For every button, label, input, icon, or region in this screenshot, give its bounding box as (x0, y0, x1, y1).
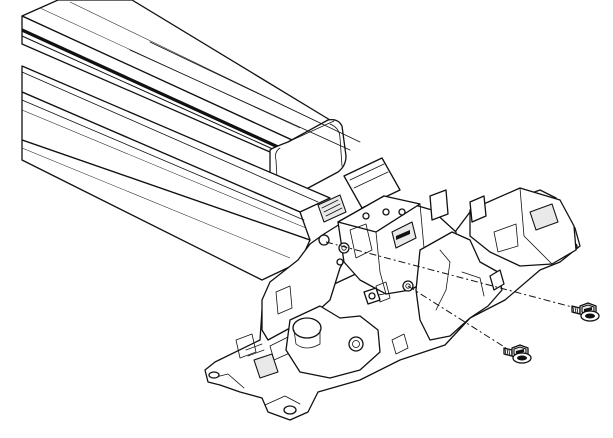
mounting-bracket (204, 187, 581, 421)
screw-right (571, 302, 600, 322)
callout-line-right (325, 241, 577, 309)
screw-left (503, 344, 532, 364)
lower-rail (21, 41, 401, 281)
callout-lines (325, 241, 577, 349)
callout-line-left (407, 285, 507, 349)
